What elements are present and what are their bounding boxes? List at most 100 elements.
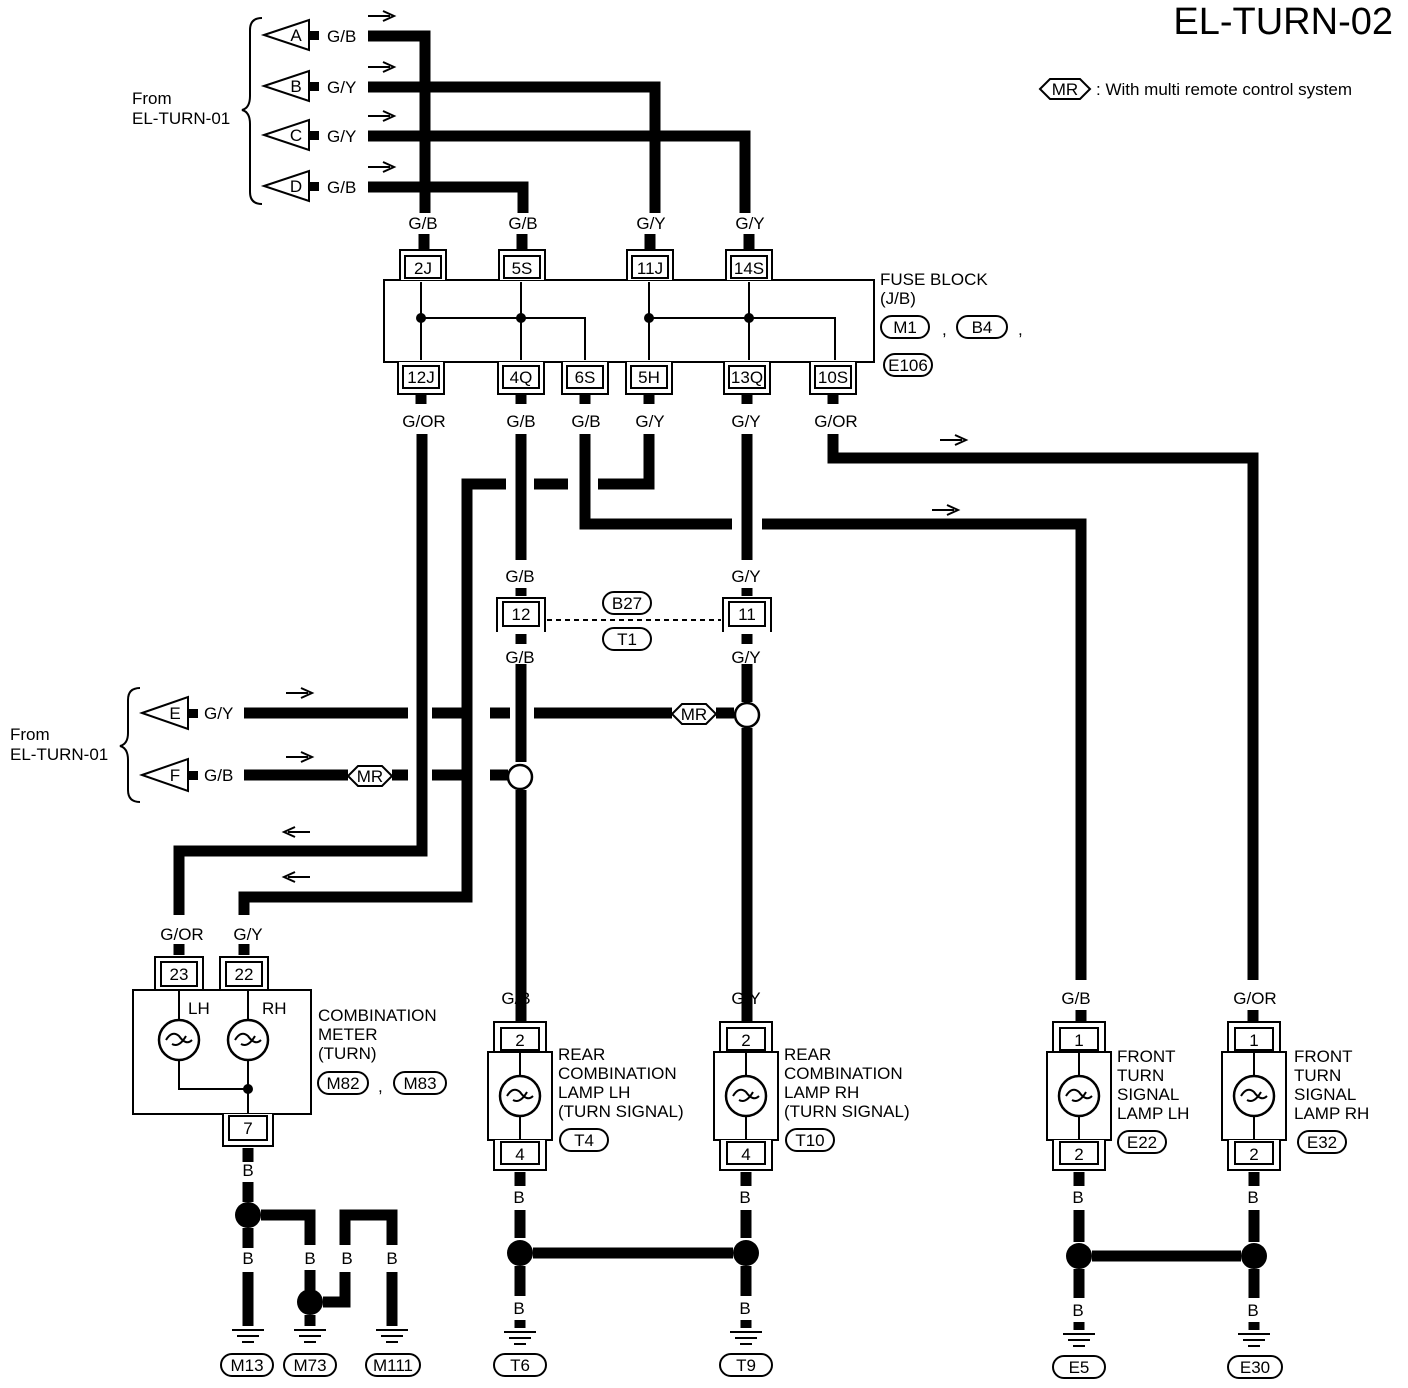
ground-icon: [232, 1329, 264, 1343]
svg-text:LAMP RH: LAMP RH: [784, 1083, 859, 1102]
splice-icon: [733, 1240, 759, 1266]
wire-label: G/Y: [204, 704, 233, 723]
svg-text:COMBINATION: COMBINATION: [558, 1064, 677, 1083]
ground-id: M111: [373, 1356, 413, 1375]
fuse-block-label: FUSE BLOCK: [880, 270, 988, 289]
svg-text:(TURN): (TURN): [318, 1044, 377, 1063]
connector-id: E32: [1307, 1133, 1337, 1152]
svg-text:LAMP RH: LAMP RH: [1294, 1104, 1369, 1123]
svg-text:,: ,: [942, 320, 947, 339]
svg-text:MR: MR: [1052, 80, 1078, 99]
svg-text:2: 2: [515, 1031, 524, 1050]
svg-text:TURN: TURN: [1294, 1066, 1341, 1085]
front-lamp-lh: G/B 1 2 FRONT TURN SIGNAL LAMP LH E22: [1046, 989, 1189, 1171]
bulb-icon: [1232, 1074, 1276, 1118]
diagram-title: EL-TURN-02: [1173, 1, 1393, 43]
splice-icon: [297, 1289, 323, 1315]
svg-text:SIGNAL: SIGNAL: [1294, 1085, 1356, 1104]
arrow-right-icon: [286, 687, 315, 699]
svg-text:G/B: G/B: [408, 214, 437, 233]
svg-text:23: 23: [170, 965, 189, 984]
svg-text:1: 1: [1249, 1031, 1258, 1050]
svg-text:11J: 11J: [637, 259, 663, 278]
svg-text:LH: LH: [188, 999, 210, 1018]
svg-text:E: E: [169, 704, 180, 723]
connector-id: B4: [972, 318, 993, 337]
svg-text:LAMP LH: LAMP LH: [1117, 1104, 1189, 1123]
svg-text:D: D: [290, 177, 302, 196]
connector-id: M82: [326, 1074, 359, 1093]
bulb-icon: [724, 1074, 768, 1118]
bulb-icon: [498, 1074, 542, 1118]
ground-icon: [730, 1331, 762, 1345]
bulb-icon: [1057, 1074, 1101, 1118]
svg-text:2: 2: [1074, 1145, 1083, 1164]
ground-icon: [1063, 1333, 1095, 1347]
ground-icon: [504, 1331, 536, 1345]
svg-text:B: B: [242, 1249, 253, 1268]
joint-connector: G/B G/Y 12 11 B27 T1 G/B G/Y: [496, 567, 772, 667]
svg-text:G/OR: G/OR: [402, 412, 445, 431]
svg-text:5H: 5H: [638, 368, 660, 387]
connector-id: T1: [617, 630, 637, 649]
svg-text:MR: MR: [357, 767, 383, 786]
ground-id: E5: [1069, 1358, 1090, 1377]
svg-text:G/Y: G/Y: [635, 412, 664, 431]
arrow-right-icon: [368, 61, 397, 73]
svg-text:,: ,: [1018, 320, 1023, 339]
svg-text:(TURN SIGNAL): (TURN SIGNAL): [784, 1102, 910, 1121]
svg-text:B: B: [341, 1249, 352, 1268]
main-wires: [173, 434, 1259, 980]
mr-badge-icon: [1038, 78, 1092, 100]
svg-text:B: B: [513, 1299, 524, 1318]
mr-badge-icon: [346, 765, 394, 787]
svg-text:G/OR: G/OR: [814, 412, 857, 431]
arrow-right-icon: [368, 161, 397, 173]
svg-text:G/Y: G/Y: [636, 214, 665, 233]
arrow-right-icon: [368, 10, 397, 22]
svg-text:22: 22: [235, 965, 254, 984]
mr-badge-icon: [670, 703, 718, 725]
connector-id: M1: [893, 318, 917, 337]
svg-text:B: B: [304, 1249, 315, 1268]
svg-text:4: 4: [515, 1145, 524, 1164]
svg-text:C: C: [290, 126, 302, 145]
svg-text:G/Y: G/Y: [731, 567, 760, 586]
optional-splices: MR MR: [346, 701, 761, 791]
svg-text:B: B: [1247, 1301, 1258, 1320]
brace-mid: [119, 687, 141, 803]
ground-icon: [294, 1329, 326, 1343]
ground-terminals: M13 M73 M111 T6 T9 E5 E30: [220, 1329, 1283, 1379]
svg-text:G/B: G/B: [571, 412, 600, 431]
svg-text:4Q: 4Q: [510, 368, 533, 387]
arrow-left-icon: [281, 871, 310, 883]
wire-label: G/B: [204, 766, 233, 785]
splice-icon: [235, 1202, 261, 1228]
svg-text:COMBINATION: COMBINATION: [784, 1064, 903, 1083]
svg-text:EL-TURN-01: EL-TURN-01: [132, 109, 230, 128]
wire-label: G/B: [327, 178, 356, 197]
splice-icon: [507, 1240, 533, 1266]
ground-icon: [376, 1329, 408, 1343]
input-connector-f: F G/B: [138, 751, 315, 793]
arrow-right-icon: [368, 110, 397, 122]
svg-text:10S: 10S: [818, 368, 848, 387]
bulb-icon: [226, 1018, 270, 1062]
svg-text:METER: METER: [318, 1025, 378, 1044]
fuse-block: FUSE BLOCK (J/B) M1 , B4 , E106: [383, 270, 1023, 377]
arrow-right-icon: [932, 504, 961, 516]
svg-text:5S: 5S: [512, 259, 533, 278]
connector-id: M83: [403, 1074, 436, 1093]
front-lamp-rh: G/OR 1 2 FRONT TURN SIGNAL LAMP RH E32: [1221, 989, 1369, 1171]
svg-text:F: F: [170, 766, 180, 785]
ground-icon: [1238, 1333, 1270, 1347]
lamp-label: FRONT: [1294, 1047, 1353, 1066]
svg-text:(TURN SIGNAL): (TURN SIGNAL): [558, 1102, 684, 1121]
ground-id: T6: [510, 1356, 530, 1375]
svg-text:(J/B): (J/B): [880, 289, 916, 308]
arrow-right-icon: [286, 751, 315, 763]
combination-meter: G/OR G/Y 23 22 LH RH 7 COMBINATION METER…: [132, 925, 447, 1147]
input-connector-e: E G/Y: [138, 687, 315, 731]
connector-id: E106: [888, 356, 928, 375]
svg-text:B: B: [1072, 1188, 1083, 1207]
